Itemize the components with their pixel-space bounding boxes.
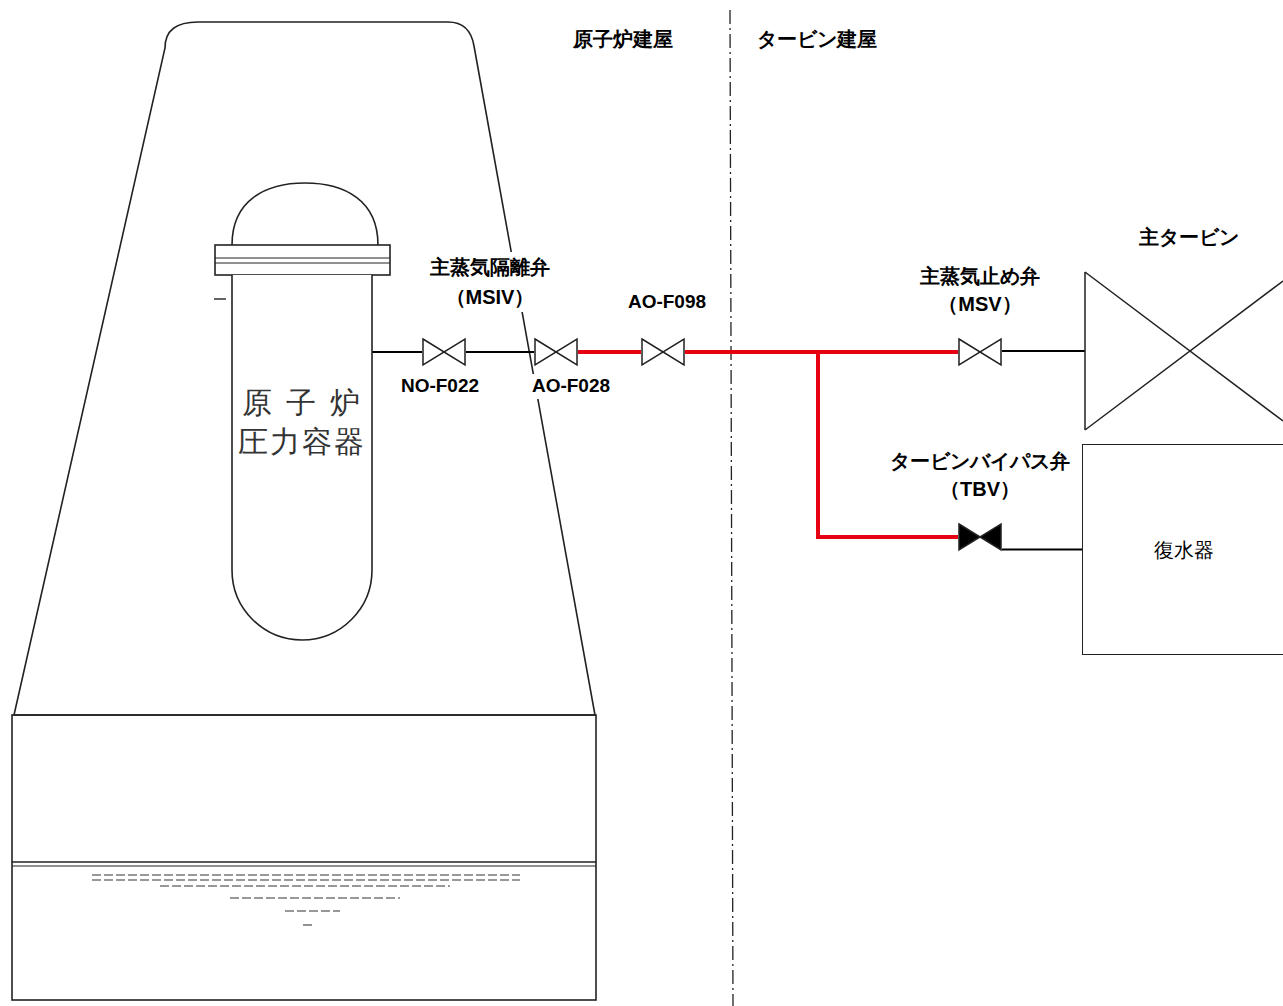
pipe-line xyxy=(578,350,641,354)
pressure-vessel: 原 子 炉 圧力容器 xyxy=(232,275,372,640)
valve-bowtie xyxy=(423,339,465,365)
vessel-dome xyxy=(232,183,378,245)
valve-symbol-outline xyxy=(958,523,1002,551)
valve-label: AO-F028 xyxy=(521,374,621,399)
valve-label: タービンバイパス弁 （TBV） xyxy=(870,447,1090,503)
valve-bowtie xyxy=(642,339,684,365)
valve-label: AO-F098 xyxy=(605,290,729,315)
vessel-flange-line xyxy=(215,257,390,258)
vessel-body xyxy=(232,275,372,640)
illegible-marks xyxy=(92,875,520,925)
building-label: タービン建屋 xyxy=(742,26,892,52)
building-label: 原子炉建屋 xyxy=(553,26,693,52)
valve-symbol-outline xyxy=(958,338,1002,366)
pedestal-line xyxy=(12,861,596,862)
pipe-line xyxy=(685,352,958,537)
containment-outline xyxy=(14,22,595,715)
part-name: 主蒸気隔離弁 （MSIV） xyxy=(405,252,575,312)
valve-bowtie xyxy=(959,524,1001,550)
turbine-symbol xyxy=(1085,272,1283,430)
condenser-box-label: 復水器 xyxy=(1154,537,1214,563)
vessel-flange-line xyxy=(215,262,390,263)
pipe-line xyxy=(1002,350,1085,352)
valve-symbol: 主蒸気止め弁 （MSV） xyxy=(958,338,1002,366)
valve-symbol-outline xyxy=(641,338,685,366)
main-turbine-label: 主タービン xyxy=(1129,224,1249,250)
pipe-line xyxy=(466,351,534,353)
pedestal-line xyxy=(12,866,596,867)
valve-bowtie xyxy=(535,339,577,365)
valve-label: 主蒸気止め弁 （MSV） xyxy=(895,262,1065,318)
valve-symbol: タービンバイパス弁 （TBV） xyxy=(958,523,1002,551)
valve-symbol-outline xyxy=(422,338,466,366)
valve-symbol-outline xyxy=(534,338,578,366)
main-turbine-outline xyxy=(1085,272,1283,430)
valve-label: NO-F022 xyxy=(390,374,490,399)
pipe-line xyxy=(1002,549,1082,551)
building-boundary xyxy=(730,10,733,1006)
pressure-vessel-label: 原 子 炉 圧力容器 xyxy=(238,383,366,461)
condenser-box: 復水器 xyxy=(1082,444,1283,655)
main-turbine: 主タービン xyxy=(1085,272,1283,430)
valve-bowtie xyxy=(959,339,1001,365)
valve-symbol: NO-F022 xyxy=(422,338,466,366)
valve-symbol: AO-F098 xyxy=(641,338,685,366)
pedestal-outline xyxy=(12,715,596,1000)
vessel-flange xyxy=(215,245,390,275)
vessel-mark xyxy=(214,298,226,299)
pipe-line xyxy=(372,351,422,353)
valve-symbol: AO-F028 xyxy=(534,338,578,366)
